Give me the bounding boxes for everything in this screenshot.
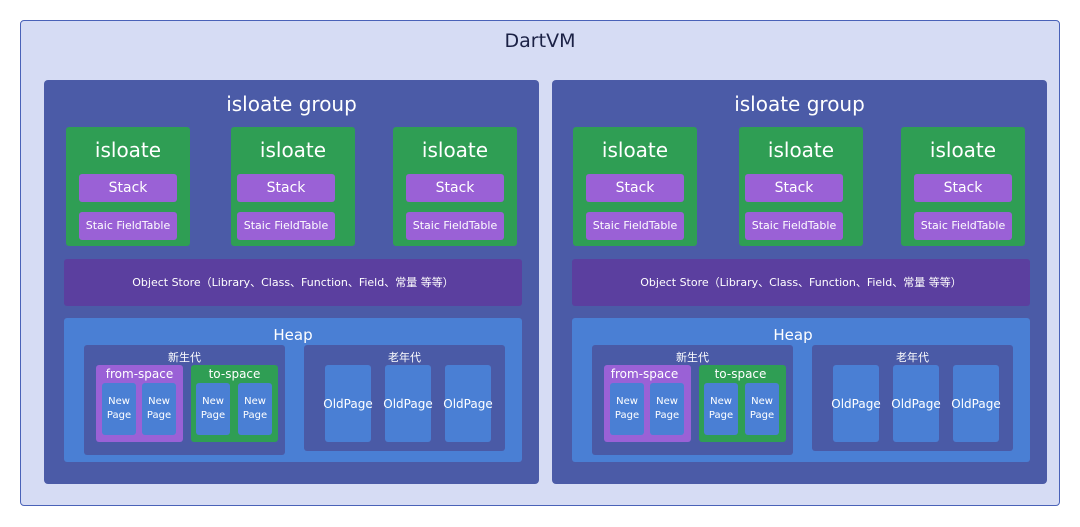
isolate-title: isloate [259, 138, 327, 162]
field-table-box: Staic FieldTable [745, 212, 843, 240]
isolate-group-title: isloate group [734, 92, 865, 116]
isolate-group-title: isloate group [226, 92, 357, 116]
isolate-title: isloate [929, 138, 997, 162]
from-space-title: from-space [105, 367, 174, 381]
from-space-title: from-space [610, 367, 679, 381]
old-generation-title: 老年代 [388, 351, 421, 364]
stack-box: Stack [406, 174, 504, 202]
stack-box: Stack [745, 174, 843, 202]
isolate-title: isloate [421, 138, 489, 162]
stack-box: Stack [237, 174, 335, 202]
heap-title: Heap [773, 326, 813, 344]
old-page: OldPage [891, 365, 941, 442]
stack-box: Stack [586, 174, 684, 202]
old-page: OldPage [951, 365, 1001, 442]
field-table-box: Staic FieldTable [79, 212, 177, 240]
stack-box: Stack [914, 174, 1012, 202]
object-store: Object Store（Library、Class、Function、Fiel… [64, 259, 522, 306]
old-page: OldPage [323, 365, 373, 442]
isolate-title: isloate [601, 138, 669, 162]
field-table-box: Staic FieldTable [237, 212, 335, 240]
to-space-title: to-space [714, 367, 767, 381]
field-table-box: Staic FieldTable [914, 212, 1012, 240]
object-store: Object Store（Library、Class、Function、Fiel… [572, 259, 1030, 306]
isolate-title: isloate [767, 138, 835, 162]
to-space-title: to-space [208, 367, 261, 381]
field-table-box: Staic FieldTable [586, 212, 684, 240]
heap-title: Heap [273, 326, 313, 344]
isolate-title: isloate [94, 138, 162, 162]
stack-box: Stack [79, 174, 177, 202]
young-generation-title: 新生代 [676, 351, 709, 364]
old-page: OldPage [831, 365, 881, 442]
old-page: OldPage [443, 365, 493, 442]
field-table-box: Staic FieldTable [406, 212, 504, 240]
dartvm-title: DartVM [504, 30, 576, 52]
old-page: OldPage [383, 365, 433, 442]
old-generation-title: 老年代 [896, 351, 929, 364]
young-generation-title: 新生代 [168, 351, 201, 364]
